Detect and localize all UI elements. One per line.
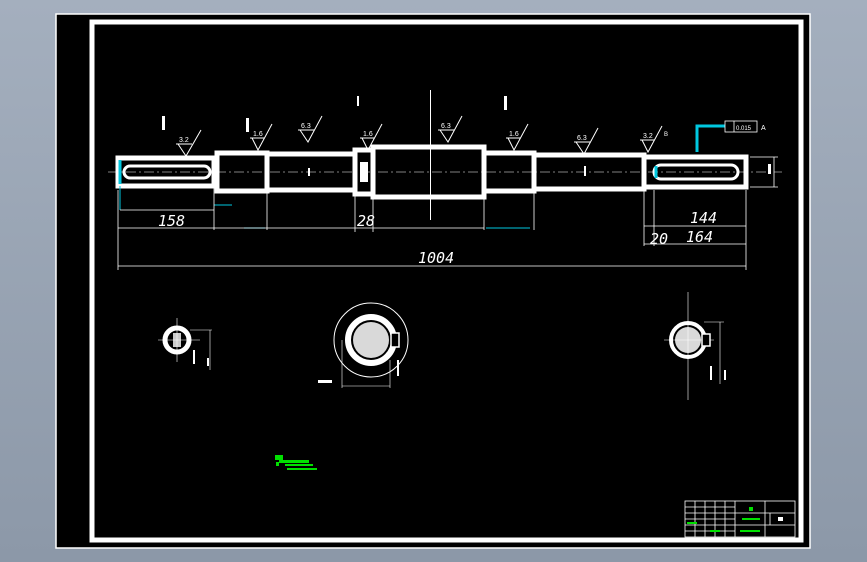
section-view-left [158,318,212,370]
dim-164: 164 [686,228,713,246]
roughness-2: 1.6 [253,131,263,138]
roughness-1: 3.2 [179,137,189,144]
drawing-frame [89,19,804,543]
tolerance-value: 0.015 [736,126,752,132]
keyway-left [122,164,212,180]
shaft-step-right-end [641,154,749,190]
dim-158: 158 [158,212,185,230]
technical-requirements-note [275,455,317,470]
dim-144: 144 [690,209,717,227]
roughness-3: 6.3 [301,123,311,130]
roughness-6: 1.6 [509,131,519,138]
roughness-values: 3.2 1.6 6.3 1.6 6.3 1.6 6.3 3.2 [179,123,653,144]
section-view-center [318,302,409,388]
roughness-5: 6.3 [441,123,451,130]
dim-20: 20 [650,230,668,248]
roughness-symbols [176,115,663,157]
dimension-lines [117,156,778,270]
dim-28: 28 [357,212,375,230]
roughness-7: 6.3 [577,135,587,142]
shaft-elevation [115,144,749,200]
roughness-4: 1.6 [363,131,373,138]
diameter-tolerance-marks [162,90,771,220]
keyway-collar [360,162,368,182]
shaft-step-left-end [115,155,217,189]
keyway-right [652,163,740,181]
geometric-tolerance-frame: 0.015 A B [664,120,766,138]
section-view-right [664,292,726,400]
roughness-8: 3.2 [643,133,653,140]
title-block-fill [687,507,783,532]
datum-ref: A [761,125,766,132]
dim-1004: 1004 [418,249,454,267]
highlight-edges [118,124,725,184]
paper-outer-border [55,13,811,549]
datum-label-b: B [664,132,668,138]
